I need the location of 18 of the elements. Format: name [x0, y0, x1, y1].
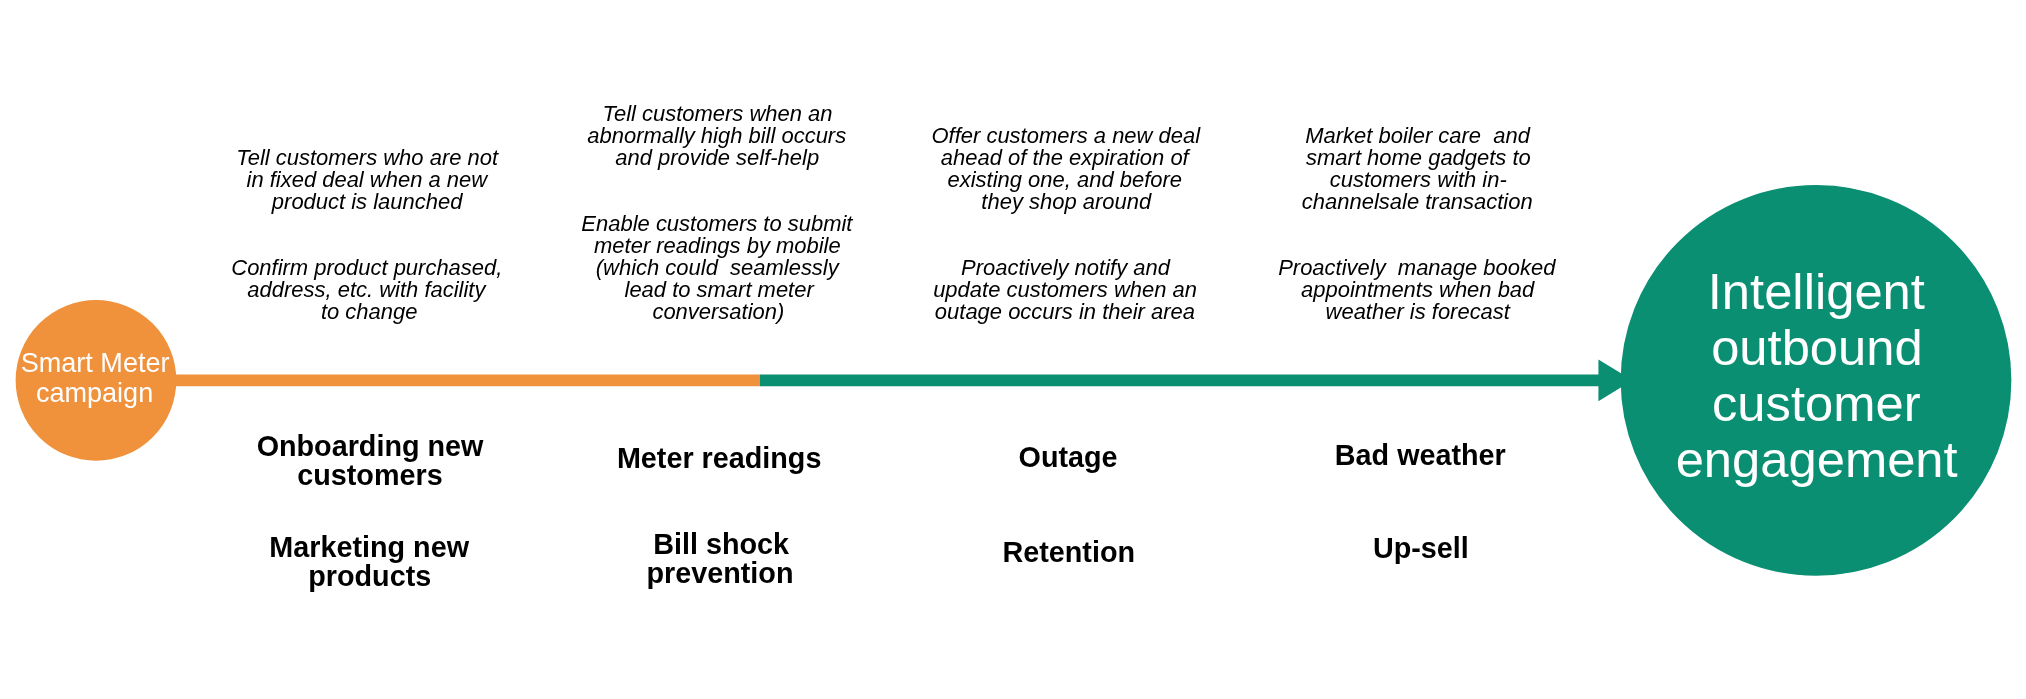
- label: Bill shock prevention: [645, 527, 793, 589]
- label: Outage: [1018, 440, 1118, 473]
- label: Confirm product purchased, address, etc. with facility to change: [230, 255, 502, 325]
- label: Tell customers who are not in fixed deal when a new product is launched: [235, 145, 498, 215]
- label: Proactively manage booked appointments when bad weather is forecast: [1277, 255, 1555, 325]
- label: Retention: [1002, 535, 1135, 568]
- label: Meter readings: [616, 442, 821, 475]
- label: Enable customers to submit meter readings by mobile (which could seamlessly lead to smart meter conversation): [580, 211, 852, 325]
- label: Marketing new products: [268, 531, 469, 593]
- label: Tell customers when an abnormally high bill occurs and provide self-help: [586, 101, 846, 171]
- label: Offer customers a new deal ahead of the expiration of existing one, and before they shop around: [930, 122, 1200, 214]
- label: Up-sell: [1372, 532, 1469, 565]
- label: Market boiler care and smart home gadgets to customers with in-channelsale transaction: [1301, 122, 1533, 214]
- label: Bad weather: [1334, 439, 1506, 472]
- label: Onboarding new customers: [256, 429, 483, 491]
- node-circle: Smart Meter campaign: [15, 300, 176, 461]
- label: Proactively notify and update customers when an outage occurs in their area: [932, 255, 1197, 325]
- node-circle: Intelligent outbound customer engagement: [1620, 185, 2011, 576]
